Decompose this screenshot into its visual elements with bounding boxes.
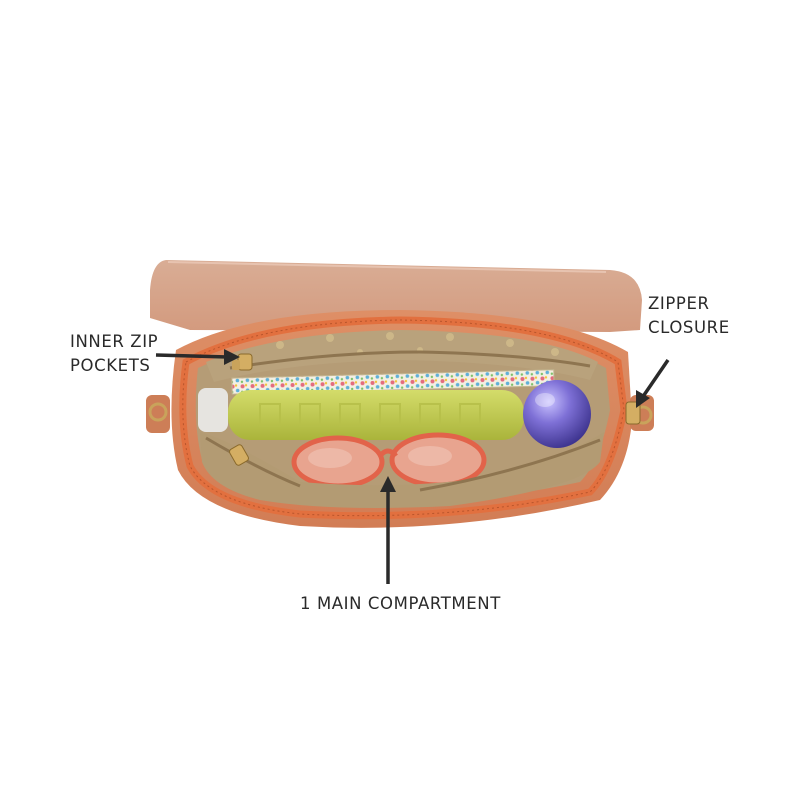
purple-ball: [523, 380, 591, 448]
inner-zip-pocket-front: [200, 432, 604, 508]
white-item: [198, 388, 228, 432]
callout-inner-zip-pockets: INNER ZIP POCKETS: [70, 330, 158, 378]
callout-main-compartment: 1 MAIN COMPARTMENT: [300, 592, 501, 616]
callout-zipper-closure-line1: ZIPPER: [648, 294, 710, 313]
callout-zipper-closure-line2: CLOSURE: [648, 318, 730, 337]
floral-notebook: [231, 369, 555, 395]
arrow-icon: [636, 359, 670, 408]
green-pouch: [228, 390, 524, 440]
callout-inner-zip-pockets-line2: POCKETS: [70, 356, 151, 375]
sunglasses: [291, 432, 487, 489]
arrow-icon: [380, 476, 396, 584]
callout-zipper-closure: ZIPPER CLOSURE: [648, 292, 730, 340]
strap-tab-left: [146, 395, 170, 433]
inner-zip-pocket-back: [206, 330, 598, 382]
zipper-pull-front: [229, 444, 249, 466]
bag-flap: [150, 260, 642, 332]
hardware-ring-left: [148, 402, 168, 422]
zipper-pull-top: [232, 353, 253, 371]
callout-inner-zip-pockets-line1: INNER ZIP: [70, 332, 159, 351]
callout-main-compartment-line1: 1 MAIN COMPARTMENT: [300, 594, 501, 613]
arrow-icon: [155, 349, 240, 365]
